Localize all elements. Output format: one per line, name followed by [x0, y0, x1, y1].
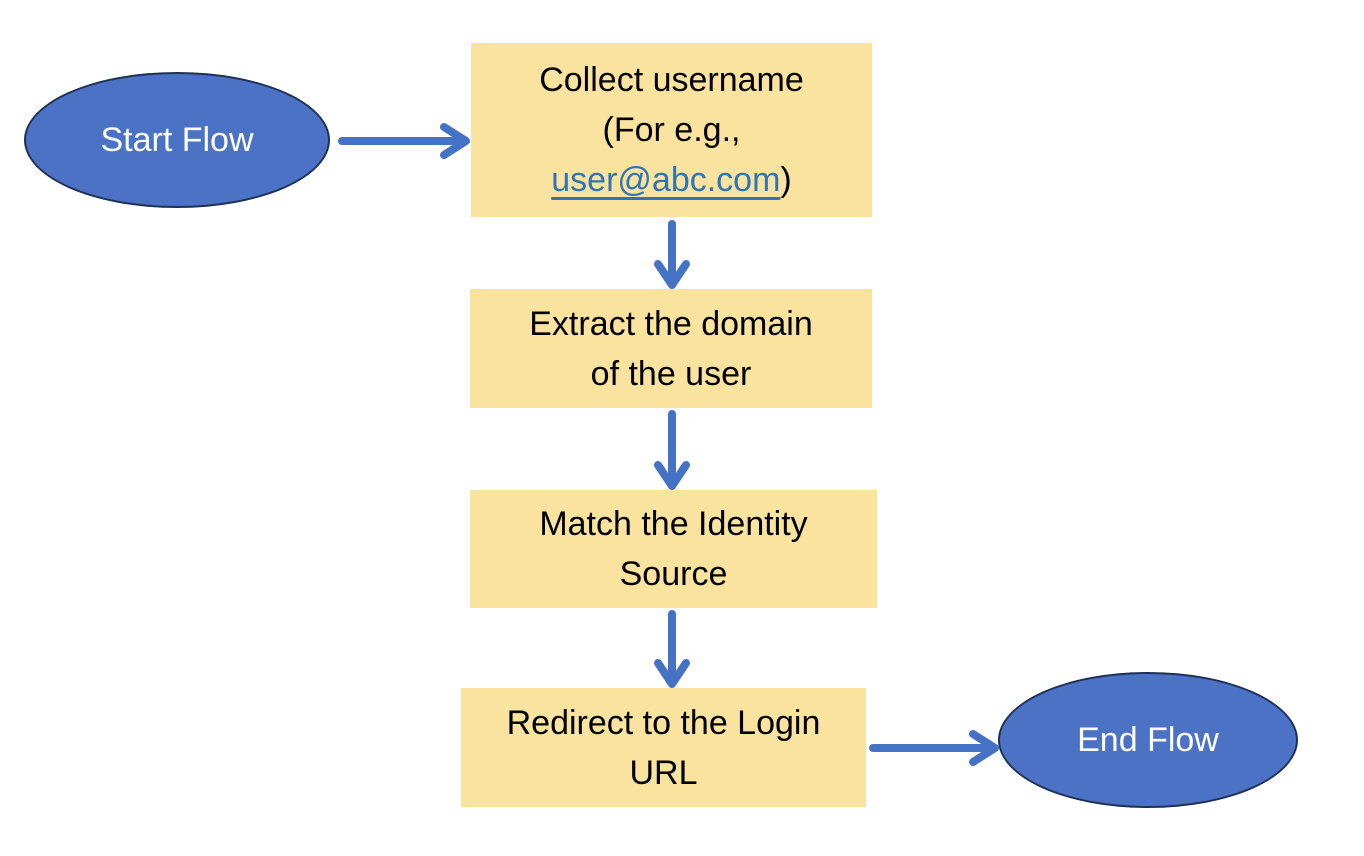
start-node: Start Flow	[24, 72, 330, 208]
process-extract-line1: Extract the domain	[529, 304, 813, 343]
arrow-redirect-to-end	[869, 730, 999, 766]
process-redirect-line1: Redirect to the Login	[506, 703, 821, 742]
arrow-extract-to-match	[654, 410, 690, 490]
example-email-link[interactable]: user@abc.com	[551, 161, 781, 199]
end-node: End Flow	[998, 672, 1298, 808]
process-match-line2: Source	[619, 555, 728, 593]
process-collect-line2: (For e.g.,	[602, 111, 741, 149]
arrow-start-to-collect	[338, 123, 470, 159]
end-node-label: End Flow	[1077, 720, 1219, 759]
process-extract-line2: of the user	[590, 354, 752, 393]
process-extract-domain: Extract the domain of the user	[470, 289, 872, 408]
process-collect-line3: user@abc.com)	[551, 155, 791, 205]
process-redirect-login-url: Redirect to the Login URL	[461, 688, 866, 807]
arrow-collect-to-extract	[654, 220, 690, 289]
process-collect-username: Collect username (For e.g., user@abc.com…	[471, 43, 872, 217]
arrow-match-to-redirect	[654, 610, 690, 688]
process-match-identity-source: Match the Identity Source	[470, 490, 877, 608]
process-redirect-line2: URL	[629, 753, 698, 792]
closing-paren: )	[780, 161, 792, 199]
process-match-line1: Match the Identity	[539, 505, 808, 543]
process-collect-line1: Collect username	[539, 61, 804, 99]
start-node-label: Start Flow	[100, 120, 254, 159]
